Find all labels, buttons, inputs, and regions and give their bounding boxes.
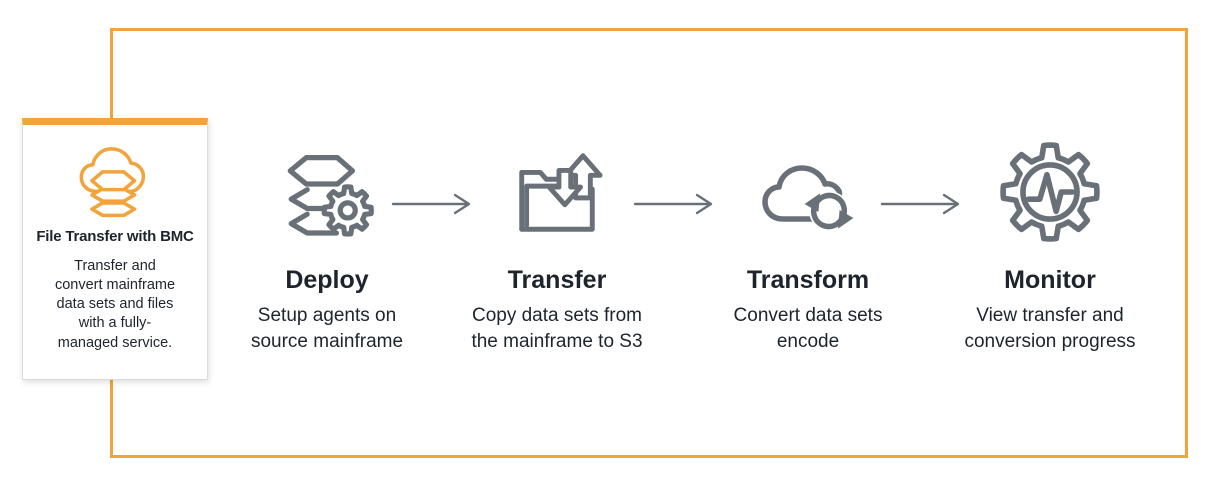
step-monitor-description: View transfer and conversion progress: [964, 305, 1136, 352]
transfer-folder-arrows-icon: [519, 153, 603, 232]
step-transform: Transform Convert data sets encode: [693, 142, 923, 354]
step-deploy-description: Setup agents on source mainframe: [250, 305, 404, 352]
step-transform-description: Convert data sets encode: [733, 305, 883, 352]
right-arrow-icon: [880, 193, 960, 215]
transform-cloud-sync-icon: [762, 165, 854, 231]
service-card-description: Transfer and convert mainframe data sets…: [54, 258, 176, 351]
deploy-layers-gear-icon: [287, 154, 374, 237]
right-arrow-icon: [391, 193, 471, 215]
right-arrow-icon: [633, 193, 713, 215]
step-transform-title: Transform: [746, 266, 870, 294]
step-deploy-title: Deploy: [285, 266, 369, 294]
step-deploy: Deploy Setup agents on source mainframe: [212, 142, 442, 354]
step-transfer: Transfer Copy data sets from the mainfra…: [442, 142, 672, 354]
step-monitor: Monitor View transfer and conversion pro…: [935, 142, 1165, 354]
step-transfer-title: Transfer: [507, 266, 607, 294]
mainframe-modernization-cloud-icon: [79, 147, 146, 218]
step-transfer-description: Copy data sets from the mainframe to S3: [471, 305, 643, 352]
monitor-gear-pulse-icon: [1000, 142, 1100, 242]
service-card-title: File Transfer with BMC: [36, 228, 194, 245]
service-card: File Transfer with BMC Transfer and conv…: [22, 118, 208, 380]
step-monitor-title: Monitor: [1004, 266, 1096, 294]
